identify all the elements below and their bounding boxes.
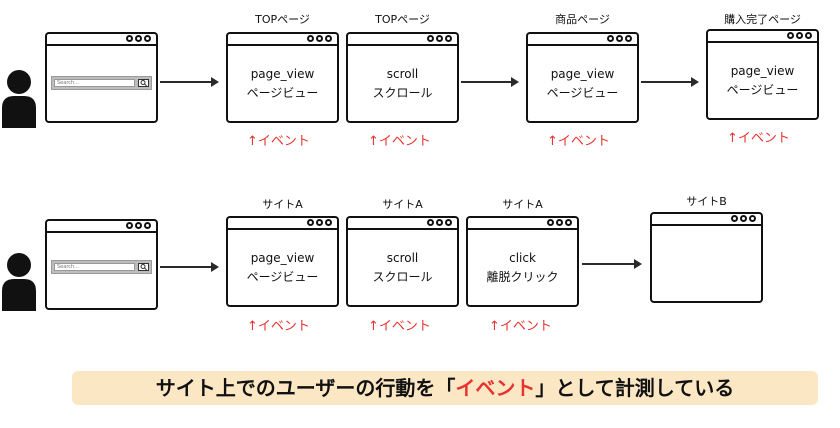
flow-arrow	[582, 259, 642, 269]
browser-window-search-2: Search...	[45, 219, 158, 310]
browser-window: page_view ページビュー	[226, 32, 339, 123]
search-bar[interactable]: Search...	[51, 76, 152, 90]
search-input[interactable]: Search...	[54, 79, 135, 87]
search-icon[interactable]	[138, 79, 149, 87]
page-label: TOPページ	[375, 13, 430, 26]
search-input[interactable]: Search...	[54, 263, 135, 271]
page-label: サイトA	[502, 198, 543, 211]
event-marker: ↑イベント	[368, 319, 431, 334]
flow-arrow	[641, 77, 699, 87]
browser-window: page_view ページビュー	[526, 32, 639, 123]
browser-window-empty	[650, 212, 763, 303]
event-marker: ↑イベント	[727, 131, 790, 146]
page-label: 商品ページ	[555, 13, 610, 26]
user-icon	[2, 68, 36, 132]
event-name-ja: スクロール	[372, 269, 433, 284]
event-marker: ↑イベント	[247, 134, 310, 149]
event-name-ja: 離脱クリック	[486, 269, 559, 284]
flow-arrow	[160, 262, 219, 272]
page-label: 購入完了ページ	[724, 13, 801, 26]
event-marker: ↑イベント	[368, 134, 431, 149]
event-name-ja: ページビュー	[246, 85, 319, 100]
user-icon	[2, 251, 36, 315]
browser-window: page_view ページビュー	[226, 216, 339, 307]
event-name: scroll	[386, 66, 419, 81]
flow-arrow	[160, 77, 219, 87]
event-marker: ↑イベント	[489, 319, 552, 334]
event-name: page_view	[730, 63, 795, 78]
event-marker: ↑イベント	[547, 134, 610, 149]
event-name: scroll	[386, 250, 419, 265]
page-label: TOPページ	[255, 13, 310, 26]
browser-window: click 離脱クリック	[466, 216, 579, 307]
banner-text-after: 」として計測している	[535, 376, 735, 400]
search-icon[interactable]	[138, 263, 149, 271]
event-name: page_view	[250, 250, 315, 265]
event-name: page_view	[550, 66, 615, 81]
event-name-ja: ページビュー	[246, 269, 319, 284]
search-bar[interactable]: Search...	[51, 260, 152, 274]
browser-window: page_view ページビュー	[706, 29, 819, 120]
page-label: サイトA	[382, 198, 423, 211]
browser-window: scroll スクロール	[346, 32, 459, 123]
event-marker: ↑イベント	[247, 319, 310, 334]
banner-highlight: イベント	[455, 376, 536, 400]
event-name: page_view	[250, 66, 315, 81]
browser-window-search-1: Search...	[45, 32, 158, 123]
event-name-ja: ページビュー	[726, 82, 799, 97]
event-name-ja: ページビュー	[546, 85, 619, 100]
summary-banner: サイト上でのユーザーの行動を「イベント」として計測している	[72, 371, 818, 405]
flow-arrow	[461, 77, 519, 87]
page-label: サイトB	[686, 195, 727, 208]
banner-text-before: サイト上でのユーザーの行動を「	[155, 376, 456, 400]
page-label: サイトA	[262, 198, 303, 211]
event-name-ja: スクロール	[372, 85, 433, 100]
event-name: click	[509, 250, 536, 265]
browser-window: scroll スクロール	[346, 216, 459, 307]
